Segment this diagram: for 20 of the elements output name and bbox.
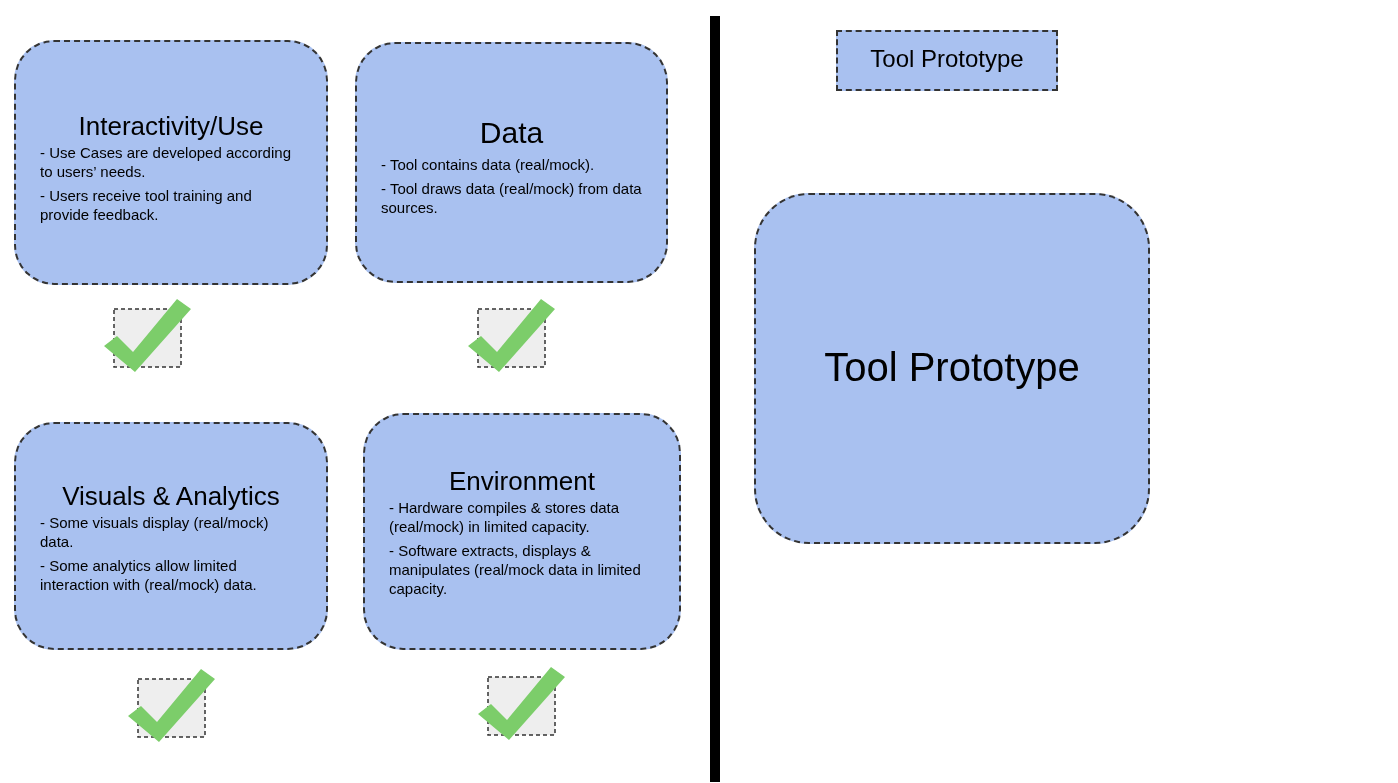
bullet-text: - Software extracts, displays & manipulates (real/mock data in limited capacity. [389,540,642,598]
bullet-text: - Tool contains data (real/mock). [381,155,596,174]
card-heading: Interactivity/Use [77,112,265,141]
box-text: Tool Prototype [869,46,1025,73]
category-card [355,42,668,283]
card-heading: Environment [448,467,596,496]
bullet-text: - Use Cases are developed according to users’ needs. [40,142,292,181]
category-card [14,422,328,650]
card-heading: Visuals & Analytics [61,482,281,511]
prototype-box [754,193,1150,544]
bullet-text: - Users receive tool training and provide feedback. [40,185,253,224]
category-card [14,40,328,285]
bullet-text: - Hardware compiles & stores data (real/mock) in limited capacity. [389,497,621,536]
box-title: Tool Prototype [823,345,1081,389]
bullet-text: - Some visuals display (real/mock) data. [40,512,270,551]
bullet-text: - Tool draws data (real/mock) from data sources. [381,179,642,217]
card-heading: Data [478,116,545,149]
category-card [363,413,681,650]
bullet-text: - Some analytics allow limited interaction with (real/mock) data. [40,555,258,594]
label-box [836,30,1058,91]
